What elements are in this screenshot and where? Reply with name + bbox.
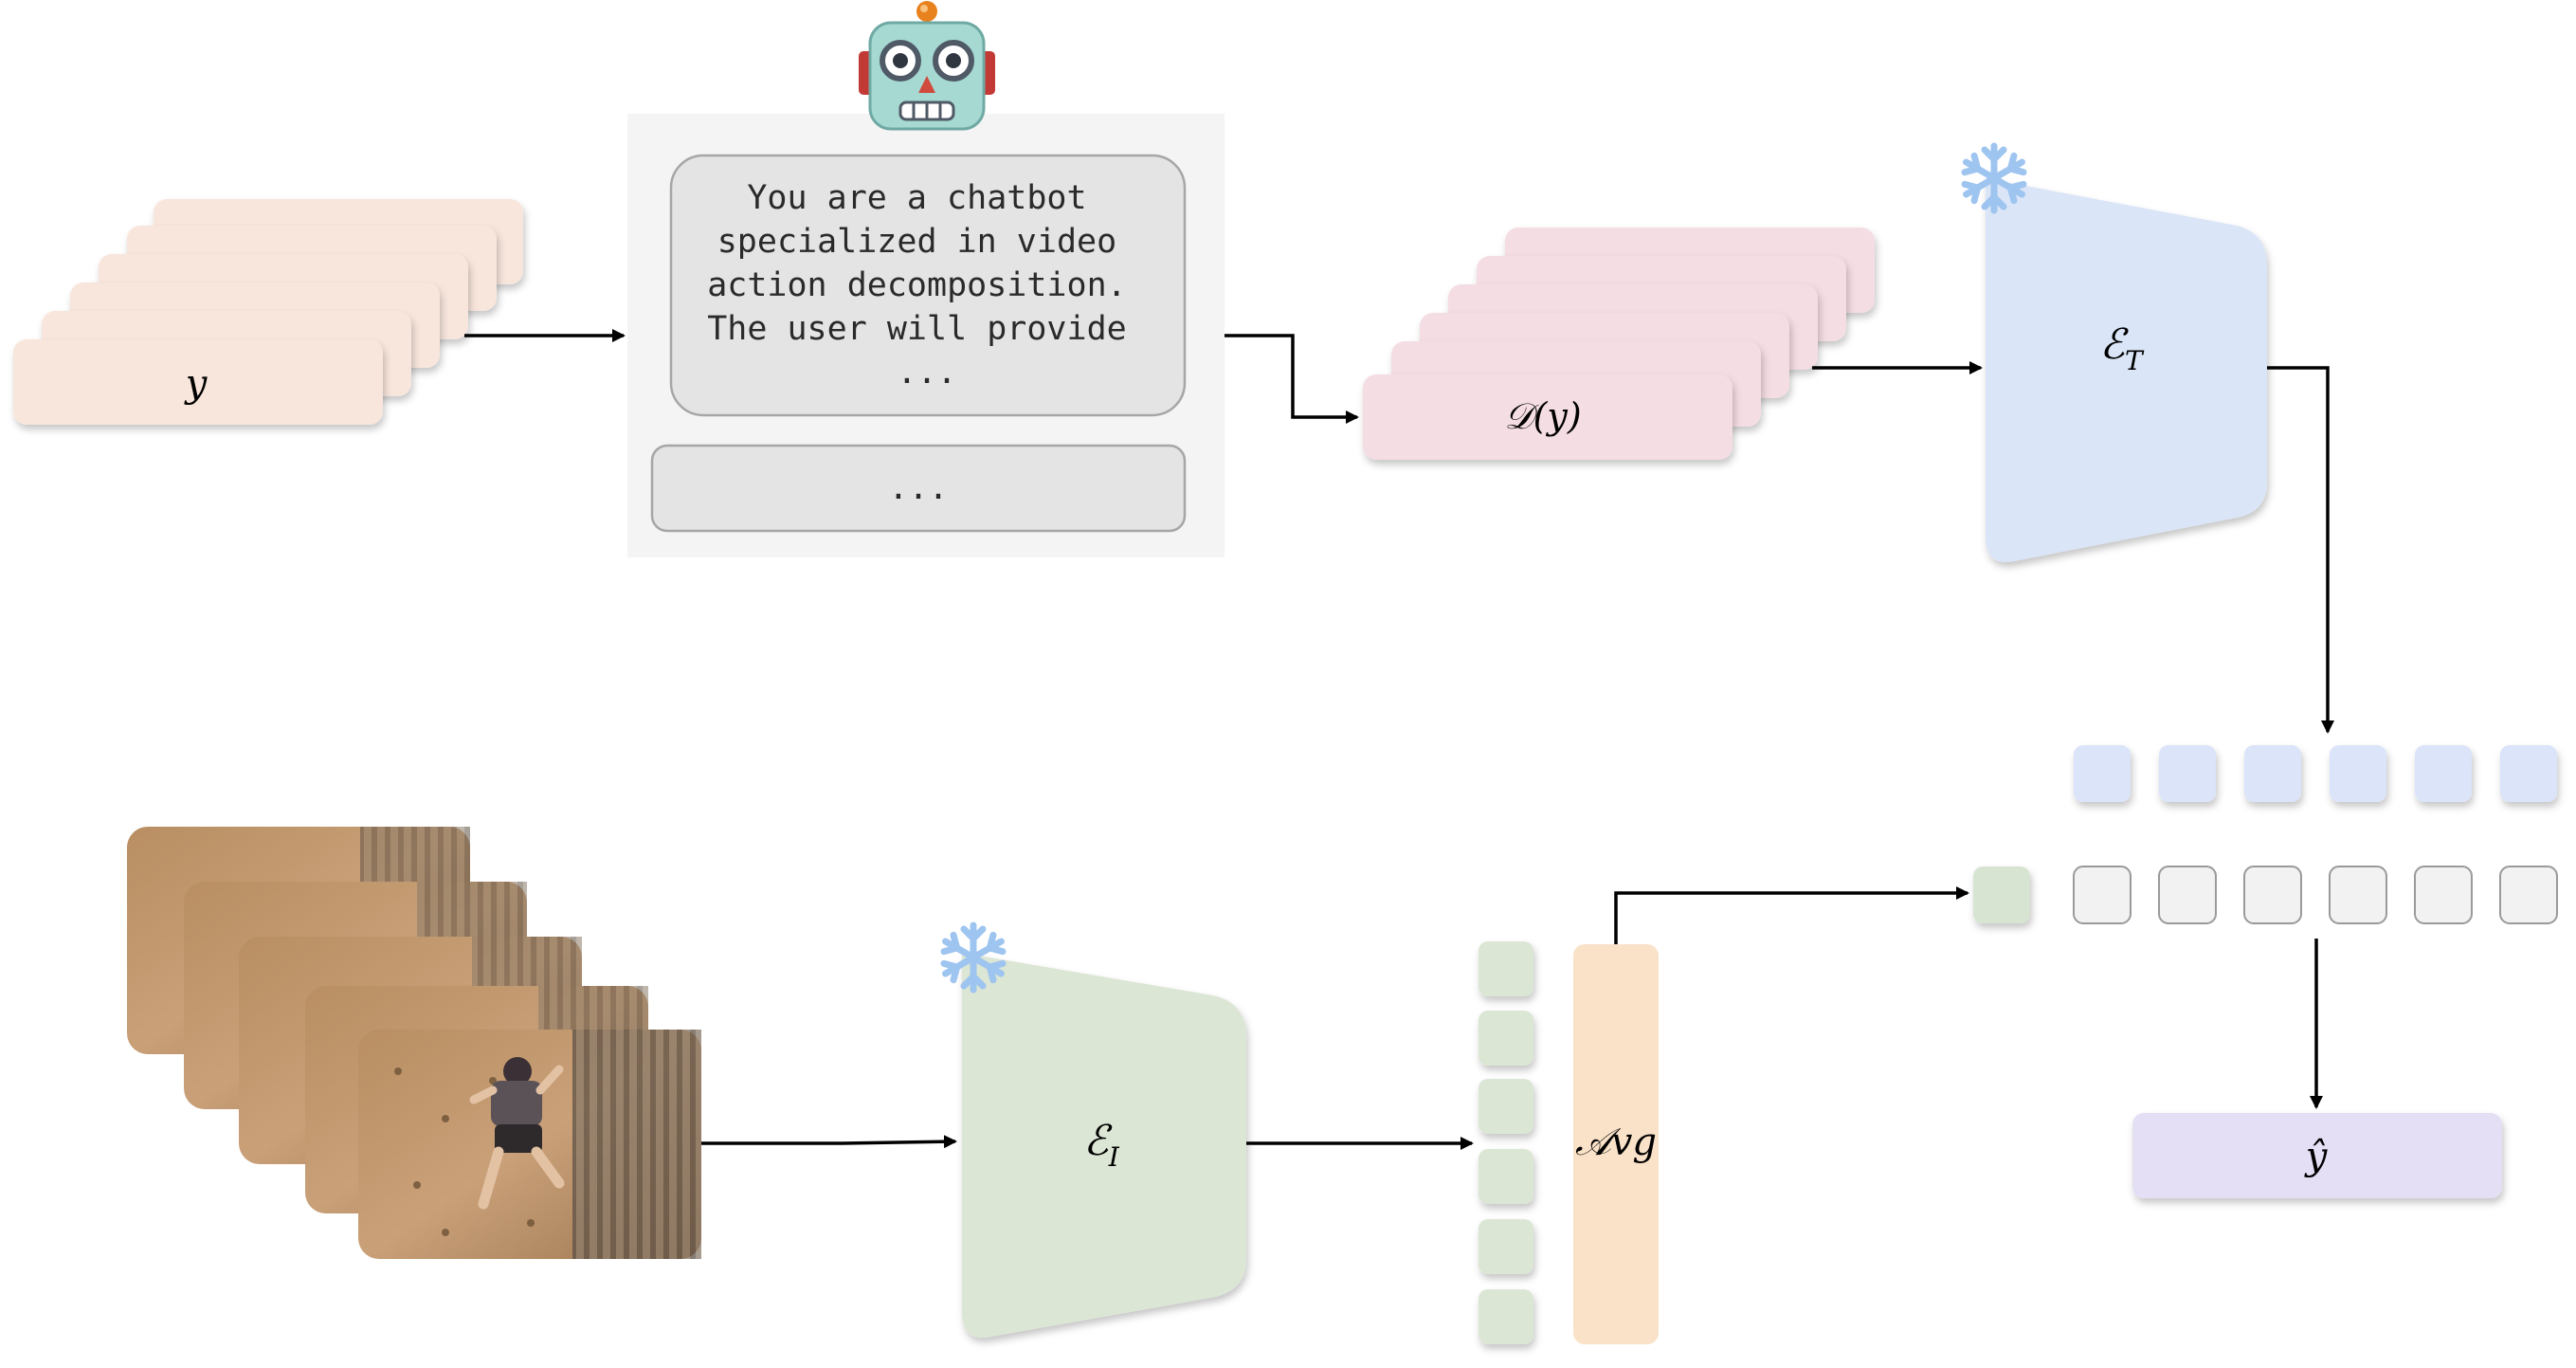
image-encoder-label: ℰ bbox=[1083, 1117, 1113, 1165]
prompt-line-2: specialized in video bbox=[717, 223, 1116, 261]
text-token bbox=[2159, 745, 2216, 802]
label-y-text: y bbox=[184, 362, 209, 406]
prompt-line-1: You are a chatbot bbox=[747, 179, 1086, 217]
video-frame-front bbox=[358, 1030, 701, 1259]
prompt-text: You are a chatbot specialized in video a… bbox=[707, 179, 1147, 392]
text-token bbox=[2500, 745, 2557, 802]
svg-text:ℰI: ℰI bbox=[1083, 1117, 1120, 1173]
image-encoder: ℰI bbox=[962, 953, 1246, 1338]
video-frames bbox=[127, 827, 701, 1259]
prompt-panel: You are a chatbot specialized in video a… bbox=[627, 114, 1225, 557]
description-text: 𝒟(y) bbox=[1504, 395, 1581, 437]
text-token bbox=[2330, 745, 2386, 802]
arrow-avg-to-video-token bbox=[1614, 886, 1969, 944]
prompt-line-4: The user will provide bbox=[707, 310, 1127, 348]
text-encoder-label: ℰ bbox=[2099, 320, 2129, 369]
snowflake-icon bbox=[941, 925, 1007, 990]
prompt-bubble bbox=[669, 154, 1187, 417]
prompt-line-5: ... bbox=[897, 354, 956, 392]
prompt-line-3: action decomposition. bbox=[707, 266, 1127, 304]
label-stack: y bbox=[13, 199, 523, 425]
text-token bbox=[2074, 745, 2131, 802]
image-encoder-subscript: I bbox=[1108, 1141, 1120, 1173]
climber-figure bbox=[469, 1057, 565, 1210]
arrow-prompt-to-descriptions bbox=[1225, 334, 1359, 424]
prediction-label: ŷ bbox=[2304, 1135, 2329, 1178]
text-encoder-subscript: T bbox=[2125, 345, 2145, 376]
prediction-box: ŷ bbox=[2132, 1113, 2502, 1198]
similarity-slot bbox=[2414, 866, 2473, 924]
video-token bbox=[1973, 866, 2030, 923]
text-tokens bbox=[2074, 745, 2557, 802]
description-stack: 𝒟(y) bbox=[1363, 228, 1875, 460]
similarity-slot bbox=[2499, 866, 2558, 924]
similarity-slot bbox=[2329, 866, 2387, 924]
robot-icon bbox=[859, 1, 995, 131]
frame-token bbox=[1478, 1149, 1533, 1204]
connector-arrows bbox=[464, 329, 2334, 1150]
frame-token bbox=[1478, 1011, 1533, 1066]
similarity-slot bbox=[2073, 866, 2132, 924]
response-bubble bbox=[650, 444, 1187, 533]
snowflake-icon bbox=[1962, 146, 2027, 210]
avg-pooling: 𝒜vg bbox=[1573, 944, 1659, 1344]
arrow-text-encoder-to-tokens bbox=[2267, 366, 2334, 734]
frame-token bbox=[1478, 941, 1533, 996]
frame-feature-tokens bbox=[1478, 941, 1533, 1344]
text-token bbox=[2415, 745, 2472, 802]
similarity-slot bbox=[2158, 866, 2217, 924]
frame-token bbox=[1478, 1079, 1533, 1134]
similarity-slot bbox=[2243, 866, 2302, 924]
text-encoder: ℰT bbox=[1986, 178, 2267, 562]
frame-token bbox=[1478, 1289, 1533, 1344]
response-placeholder: ... bbox=[888, 469, 948, 507]
frame-token bbox=[1478, 1219, 1533, 1274]
arrow-frames-to-image-encoder bbox=[701, 1135, 957, 1149]
text-token bbox=[2244, 745, 2301, 802]
svg-text:ℰT: ℰT bbox=[2099, 320, 2145, 376]
avg-label: 𝒜vg bbox=[1575, 1121, 1657, 1164]
similarity-slots bbox=[2073, 866, 2558, 924]
